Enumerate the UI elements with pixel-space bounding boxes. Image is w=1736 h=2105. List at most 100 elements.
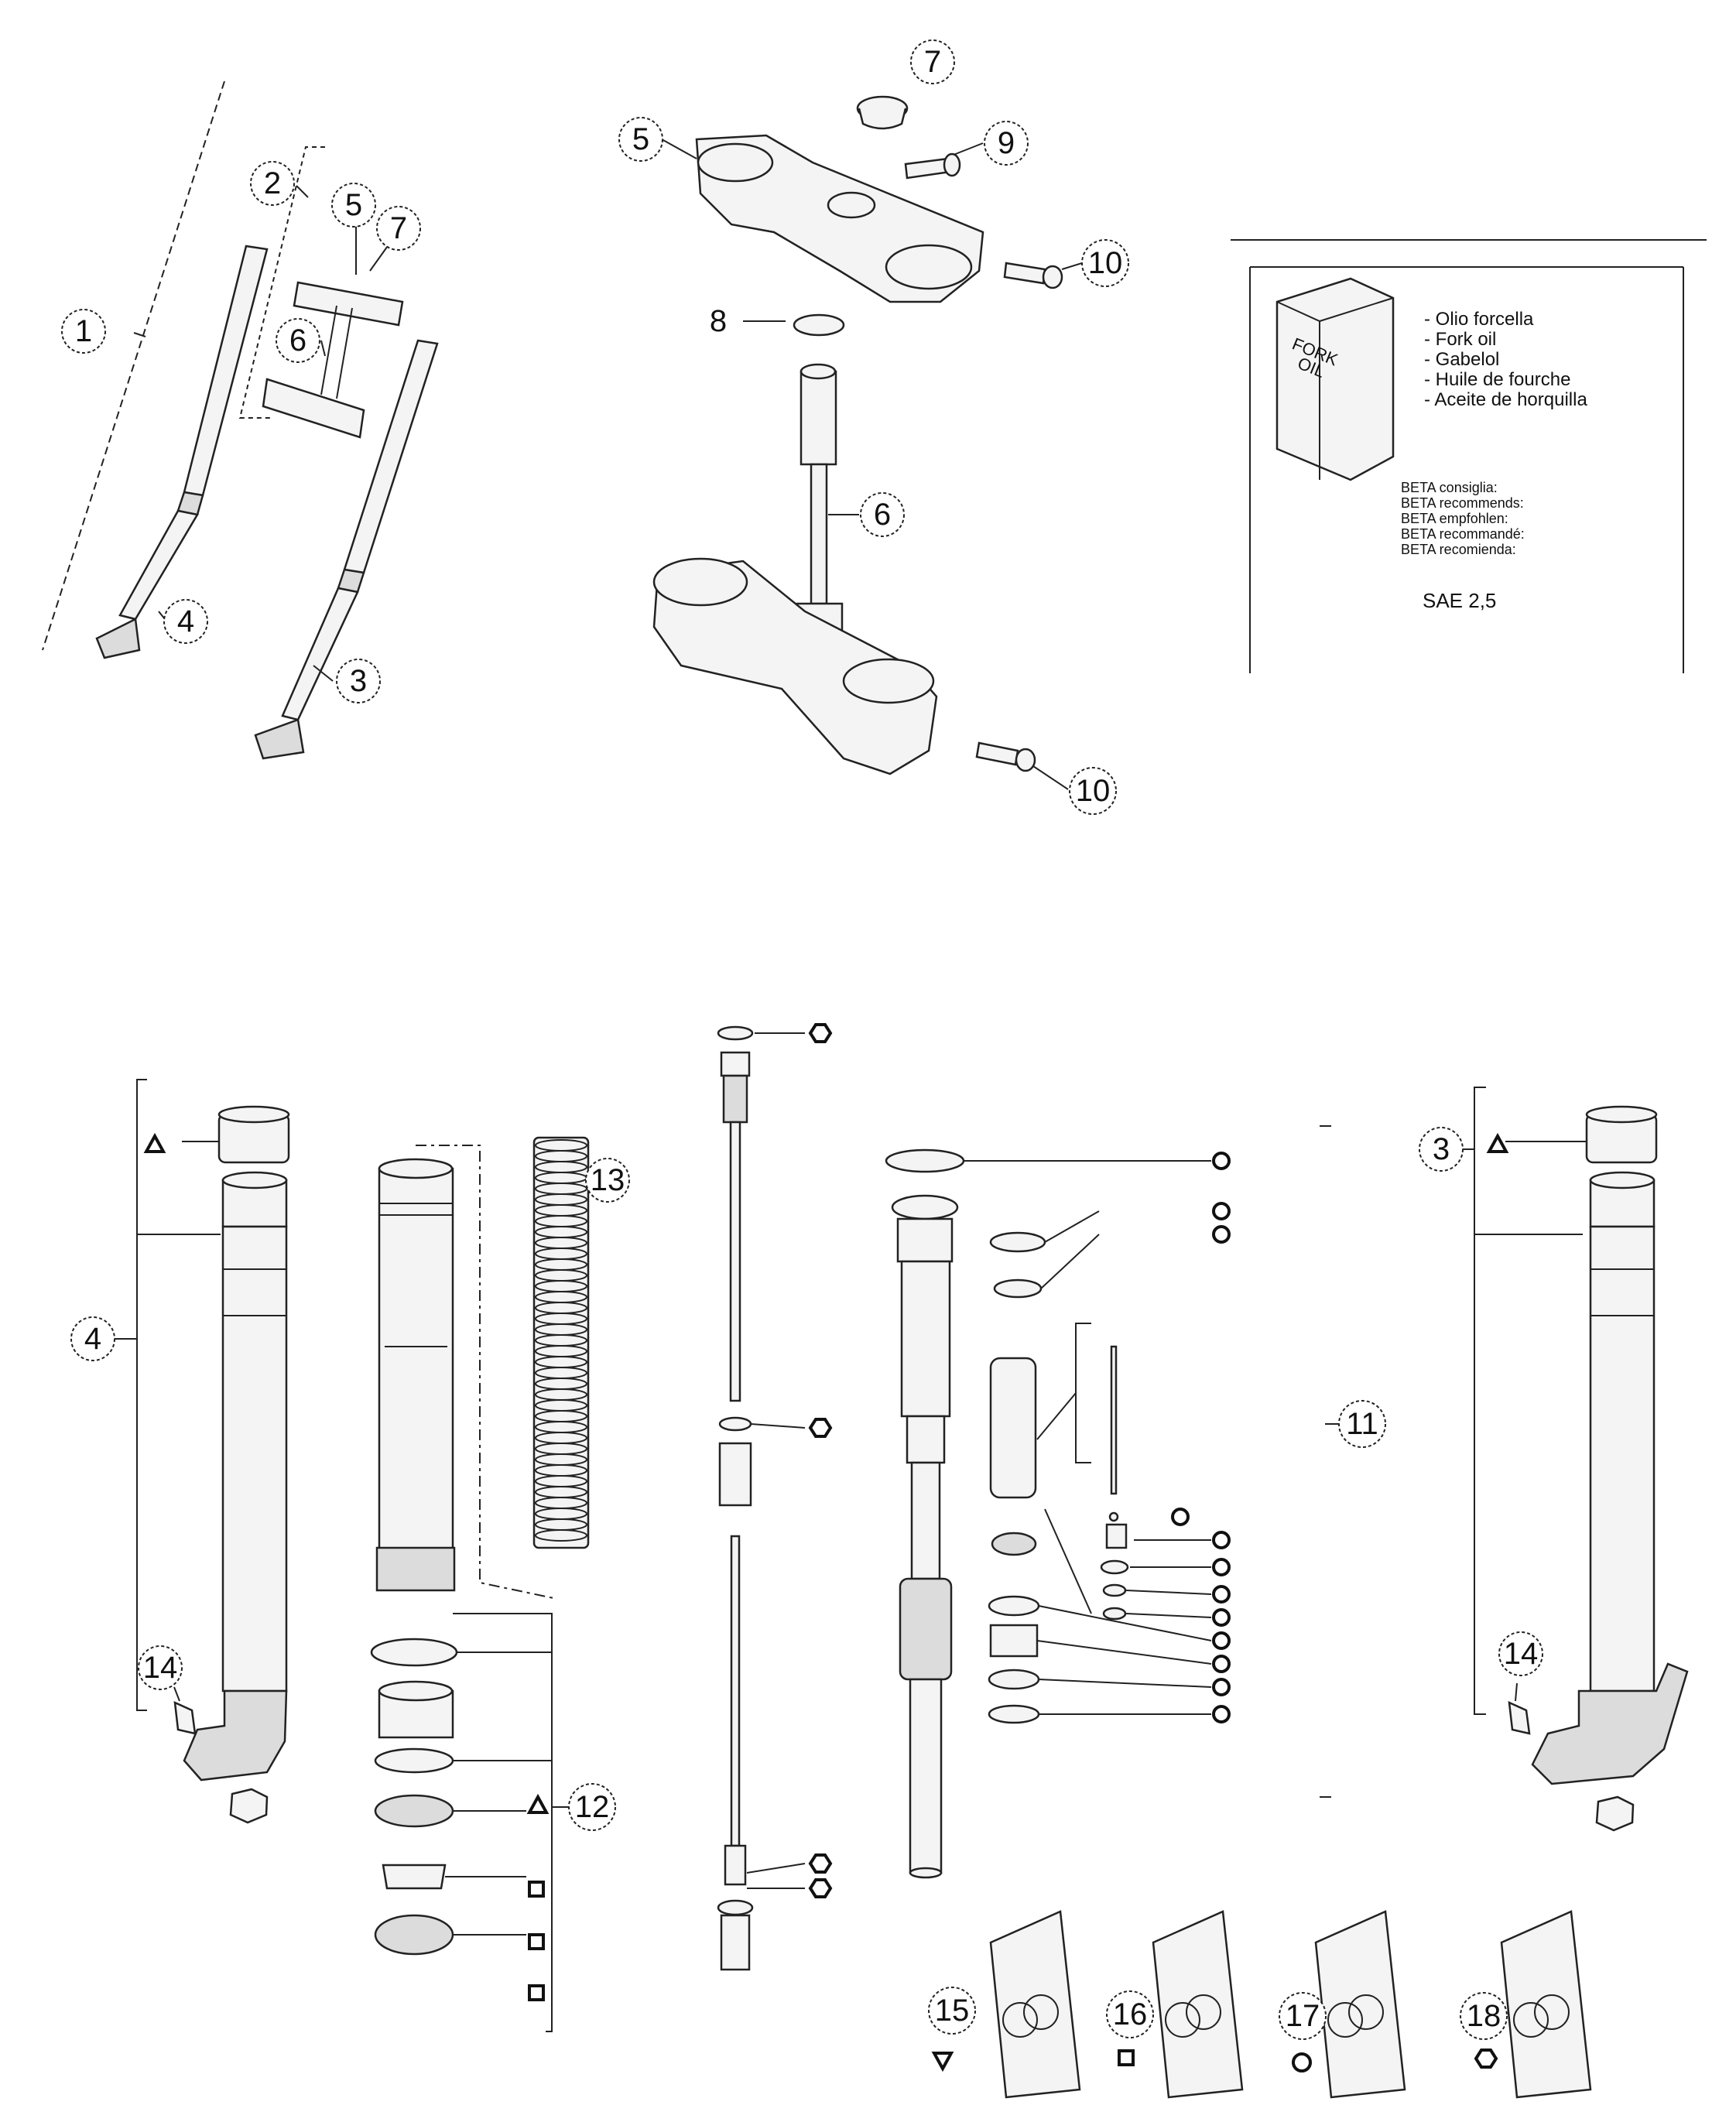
square-icon (528, 1933, 545, 1950)
callout-3-top: 3 (336, 659, 381, 703)
circle-icon (1212, 1152, 1231, 1170)
kit-bag-15 (989, 1910, 1081, 2099)
hexagon-icon (808, 1853, 833, 1874)
callouts: 1 2 5 7 6 4 3 7 5 9 10 8 6 10 13 4 3 11 … (61, 39, 1543, 2040)
inner-tube-bottom (375, 1546, 456, 1592)
cartridge-valve (718, 1442, 752, 1507)
kit-bag-17 (1314, 1910, 1406, 2099)
circle-icon (1212, 1585, 1231, 1604)
callout-15: 15 (928, 1987, 976, 2035)
callout-14-left: 14 (138, 1645, 183, 1690)
callout-7-left-label: 7 (390, 211, 407, 245)
bushing-small (989, 1624, 1039, 1658)
square-icon (1118, 2049, 1135, 2066)
callout-6-left-label: 6 (289, 323, 306, 358)
triangle-icon (931, 2052, 954, 2072)
triangle-icon (1486, 1132, 1509, 1153)
callout-11: 11 (1338, 1400, 1386, 1448)
callout-3-bottom: 3 (1419, 1127, 1464, 1172)
recommends-de: BETA empfohlen: (1401, 511, 1508, 526)
callout-4-bottom: 4 (70, 1316, 115, 1361)
circle-icon (1212, 1655, 1231, 1673)
hexagon-icon (1474, 2049, 1498, 2069)
steering-stem-6 (796, 363, 844, 644)
callout-8: 8 (710, 304, 727, 338)
callout-12-label: 12 (575, 1790, 610, 1824)
circle-icon (1212, 1531, 1231, 1549)
oil-name-en: - Fork oil (1424, 329, 1496, 350)
callout-10-bottom: 10 (1069, 767, 1117, 815)
callout-16-label: 16 (1113, 1997, 1148, 2031)
spring-coil (535, 1529, 587, 1542)
o-ring-8 (793, 313, 845, 337)
callout-4-top-label: 4 (177, 604, 194, 638)
callout-10-bottom-label: 10 (1076, 774, 1111, 808)
callout-2-label: 2 (264, 166, 281, 200)
slider-parts-12 (370, 1613, 553, 2032)
outer-tube (221, 1225, 288, 1693)
bolt-9 (904, 152, 961, 180)
callout-3-top-label: 3 (350, 664, 367, 698)
bolt-14-right (1508, 1700, 1531, 1735)
inner-tube (378, 1167, 454, 1565)
circle-markers (1171, 1152, 1231, 1723)
circle-icon (1212, 1678, 1231, 1696)
fork-assembly-overview (42, 80, 439, 760)
axle-clamp-left (183, 1689, 288, 1782)
bolt-10-top (1003, 262, 1063, 289)
recommends-en: BETA recommends: (1401, 495, 1524, 511)
callout-4-bottom-label: 4 (84, 1322, 101, 1356)
callout-4-top: 4 (163, 599, 208, 644)
recommends-fr: BETA recommandé: (1401, 526, 1525, 542)
callout-5-right-label: 5 (632, 122, 649, 156)
hexagon-icon (808, 1023, 833, 1043)
group-bracket-1 (42, 80, 225, 651)
callout-13-label: 13 (591, 1163, 625, 1197)
upper-triple-clamp (695, 134, 984, 303)
bolt-14-left (173, 1700, 197, 1735)
callout-2: 2 (250, 161, 295, 206)
oil-name-it: - Olio forcella (1424, 309, 1534, 330)
outer-tube-right (1589, 1225, 1656, 1693)
callout-5-right: 5 (618, 117, 663, 162)
cap-nut-7 (856, 95, 909, 130)
valve-parts-11 (988, 1210, 1212, 1724)
cartridge-tube (885, 1148, 1211, 1879)
square-icon (528, 1984, 545, 2001)
hexagon-icon (808, 1878, 833, 1898)
oil-name-fr: - Huile de fourche (1424, 369, 1570, 390)
callout-16: 16 (1106, 1990, 1154, 2038)
callout-10-top: 10 (1081, 239, 1129, 287)
callout-10-top-label: 10 (1088, 246, 1123, 280)
callout-17: 17 (1279, 1992, 1327, 2040)
axle-clamp-right (1531, 1662, 1689, 1785)
triangle-icon (526, 1793, 550, 1814)
callout-9-label: 9 (998, 126, 1015, 160)
callout-18: 18 (1460, 1992, 1508, 2040)
callout-7-right: 7 (910, 39, 955, 84)
callout-5-left: 5 (331, 183, 376, 228)
callout-18-label: 18 (1467, 1999, 1501, 2033)
oil-grade: SAE 2,5 (1423, 589, 1496, 612)
group-bracket-4 (136, 1079, 147, 1711)
circle-icon (1292, 2052, 1312, 2072)
fork-leg-left (95, 245, 269, 659)
dust-seal (374, 1914, 454, 1956)
circlip (370, 1638, 458, 1667)
callout-6-right-label: 6 (874, 498, 891, 532)
fork-leg-right (254, 339, 439, 760)
spring-coils (535, 1139, 587, 1542)
callout-1: 1 (61, 309, 106, 354)
circle-icon (1212, 1631, 1231, 1650)
kit-bag-18 (1500, 1910, 1592, 2099)
circle-icon (1171, 1508, 1190, 1526)
rod-foot (720, 1914, 751, 1971)
callout-15-label: 15 (935, 1994, 970, 2028)
inner-tube-assembly (375, 1145, 554, 1599)
callout-12: 12 (568, 1783, 616, 1831)
callout-17-label: 17 (1286, 1999, 1320, 2033)
bush-small (1105, 1523, 1128, 1549)
circle-icon (1212, 1608, 1231, 1627)
circle-icon (1212, 1558, 1231, 1576)
